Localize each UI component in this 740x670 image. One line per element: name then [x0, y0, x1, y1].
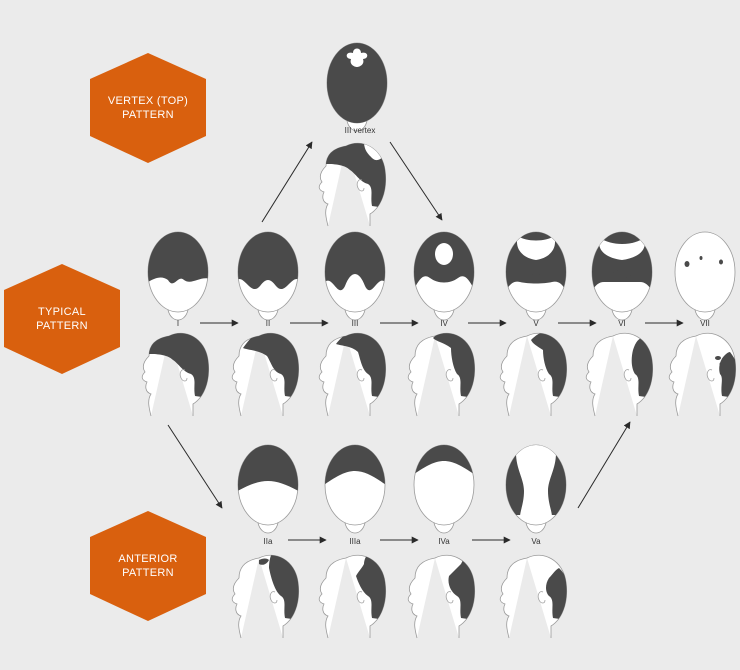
head-top-vii	[674, 231, 736, 321]
anterior-stage-labels: IIa IIIa IVa Va	[264, 537, 542, 546]
stage-label-vi: VI	[618, 319, 626, 328]
head-top-iiia	[324, 444, 386, 534]
flow-arrows	[167, 141, 684, 544]
arrow-va-to-vii	[577, 421, 631, 509]
stage-label-vii: VII	[700, 319, 710, 328]
head-top-iia	[237, 444, 299, 534]
anterior-pattern-line1: ANTERIOR	[118, 553, 177, 565]
stage-label-iiia: IIIa	[349, 537, 361, 546]
typical-pattern-line2: PATTERN	[36, 320, 88, 332]
stage-label-iv: IV	[440, 319, 448, 328]
stage-label-ii: II	[266, 319, 270, 328]
head-side-iia	[231, 554, 300, 639]
arrow-typical-to-anterior	[167, 424, 223, 509]
stage-label-iia: IIa	[264, 537, 273, 546]
head-side-iv	[407, 332, 476, 417]
head-figures	[141, 42, 737, 639]
typical-stage-labels: I II III IV V VI VII	[177, 319, 710, 328]
head-top-vi	[591, 231, 653, 321]
head-top-va	[505, 444, 567, 534]
head-side-vii	[668, 332, 737, 417]
head-side-iii-vertex	[318, 142, 387, 227]
head-top-iva	[413, 444, 475, 534]
stage-label-va: Va	[531, 537, 541, 546]
typical-pattern-line1: TYPICAL	[38, 306, 86, 318]
head-top-ii	[237, 231, 299, 321]
head-side-i	[141, 332, 210, 417]
arrow-vertex-to-iv	[389, 141, 443, 221]
stage-label-iii-vertex: III vertex	[345, 126, 376, 135]
stage-label-v: V	[533, 319, 539, 328]
head-side-iii	[318, 332, 387, 417]
stage-label-i: I	[177, 319, 179, 328]
head-top-i	[147, 231, 209, 321]
vertex-pattern-line1: VERTEX (TOP)	[108, 95, 188, 107]
anterior-pattern-hexagon: ANTERIOR PATTERN	[90, 511, 206, 621]
head-side-v	[499, 332, 568, 417]
typical-pattern-hexagon: TYPICAL PATTERN	[4, 264, 120, 374]
vertex-pattern-line2: PATTERN	[122, 109, 174, 121]
arrow-typical-to-vertex	[261, 141, 313, 223]
head-top-iv	[413, 231, 475, 321]
stage-label-iii: III	[352, 319, 359, 328]
head-side-va	[499, 554, 568, 639]
stage-label-iva: IVa	[438, 537, 450, 546]
head-side-vi	[585, 332, 654, 417]
head-top-v	[505, 231, 567, 321]
head-side-ii	[231, 332, 300, 417]
head-top-iii	[324, 231, 386, 321]
vertex-pattern-hexagon: VERTEX (TOP) PATTERN	[90, 53, 206, 163]
anterior-pattern-line2: PATTERN	[122, 567, 174, 579]
head-top-iii-vertex	[326, 42, 388, 132]
head-side-iva	[407, 554, 476, 639]
head-side-iiia	[318, 554, 387, 639]
